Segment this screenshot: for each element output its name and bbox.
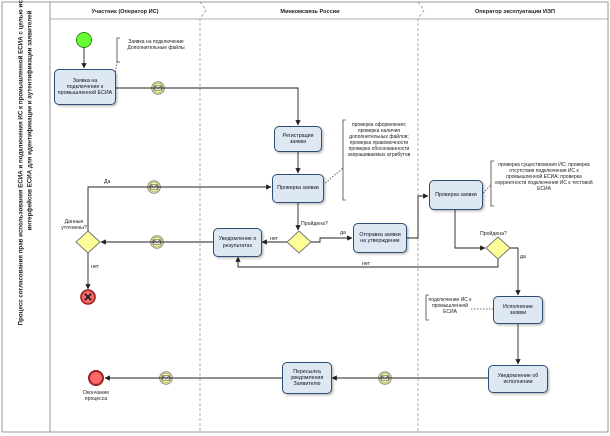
gateway-data-clarified: [75, 230, 101, 254]
flow-send-to-operator: [407, 193, 429, 239]
error-end-icon: [84, 293, 92, 301]
gateway-label-passed-ministry: Пройдена?: [301, 221, 328, 227]
flow-gateway-yes: [311, 235, 353, 243]
flow-operator-no: [235, 256, 499, 268]
flow-operator-yes: [510, 247, 521, 296]
lane-header-participant: Участник (Оператор ИС): [91, 9, 159, 15]
annotation-bracket-2: [342, 119, 346, 201]
end-event: [88, 370, 104, 386]
task-notify-done[interactable]: Уведомление об исполнении: [488, 365, 548, 393]
flow-application-to-registration: [115, 87, 301, 126]
pool-title: Процесс согласования прав использования …: [2, 0, 50, 325]
flow-clarified-yes: [87, 184, 272, 231]
lane-divider-2: [417, 1, 425, 432]
task-notify-results[interactable]: Уведомление о результатах: [213, 228, 262, 257]
flow-label-yes: Да: [104, 179, 111, 185]
annotation-bracket-3: [490, 160, 494, 207]
start-event: [76, 32, 92, 48]
task-send-approval[interactable]: Отправка заявки на утверждение: [353, 223, 407, 253]
annotation-bracket-4: [425, 294, 429, 321]
lane-header-ministry: Минкомсвязь России: [280, 9, 340, 15]
flow-label-yes-operator: да: [520, 254, 526, 260]
end-event-label: Окончание процесса: [82, 390, 110, 403]
flow-label-no-operator: нет: [362, 261, 370, 267]
task-application[interactable]: Заявка на подключение к промышленной ЕСИ…: [54, 69, 116, 105]
task-registration[interactable]: Регистрация заявки: [274, 126, 322, 152]
note-application-files: Заявка на подключение Дополнительные фай…: [127, 39, 185, 51]
flow-label-yes-ministry: да: [340, 230, 346, 236]
pool-title-text: Процесс согласования прав использования …: [17, 0, 34, 326]
gateway-label-passed-operator: Пройдена?: [480, 231, 507, 237]
gateway-passed-operator: [485, 236, 511, 260]
note-connection: подключение ИС к промышленной ЕСИА: [428, 297, 472, 315]
flow-label-no-ministry: нет: [270, 236, 278, 242]
gateway-passed-ministry: [286, 230, 312, 254]
task-forward[interactable]: Пересылка уведомления Заявителю: [282, 362, 332, 394]
lane-header-operator: Оператор эксплуатации ИЭП: [474, 9, 556, 15]
annotation-bracket-1: [116, 37, 120, 63]
note-operator-checks: проверка существования ИС; проверка отсу…: [495, 162, 593, 192]
task-check-ministry[interactable]: Проверка заявки: [272, 174, 324, 203]
task-execute[interactable]: Исполнение заявки: [493, 296, 543, 324]
task-check-operator[interactable]: Проверка заявки: [429, 180, 483, 210]
flow-label-no-clarified: нет: [91, 264, 99, 270]
note-ministry-checks: проверка оформления; проверка наличия до…: [347, 122, 411, 158]
lane-divider-1: [199, 1, 207, 432]
flow-operator-check-to-gateway: [454, 209, 486, 251]
gateway-label-data-clarified: Данные уточнены?: [61, 219, 87, 232]
